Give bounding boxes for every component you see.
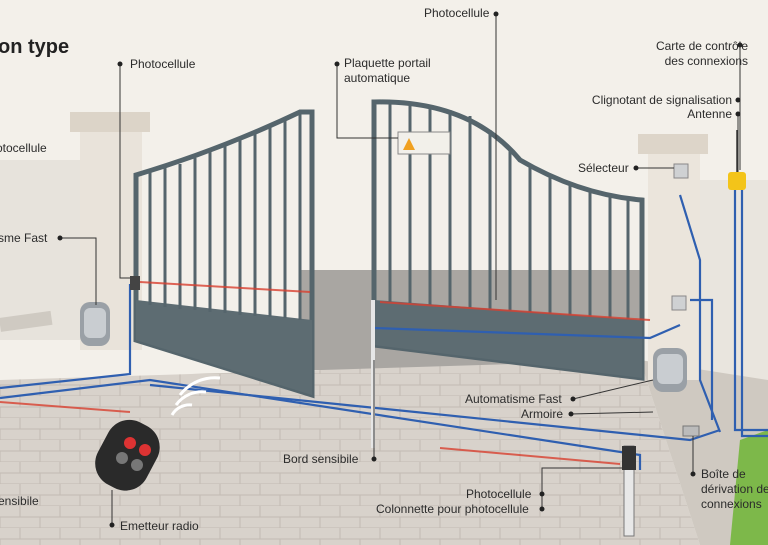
- right-gate-leaf: [371, 99, 645, 381]
- driveway-paving: [0, 360, 700, 545]
- right-motor: [653, 348, 687, 392]
- label-plaquette-line1: Plaquette portail: [344, 56, 431, 70]
- label-photocellule-left: Photocellule: [130, 57, 196, 71]
- leader-dots: [57, 11, 743, 528]
- label-clignotant: Clignotant de signalisation: [591, 93, 732, 107]
- label-automatisme-left: sme Fast: [0, 231, 48, 245]
- label-plaquette-line2: automatique: [344, 71, 411, 85]
- label-antenne: Antenne: [687, 107, 732, 121]
- label-boite-line2: dérivation de: [701, 482, 768, 496]
- label-photocellule-bottom: Photocellule: [466, 487, 532, 501]
- label-emetteur-radio: Emetteur radio: [120, 519, 199, 533]
- label-boite-line3: connexions: [701, 497, 762, 511]
- cable-runs: [0, 190, 768, 470]
- label-sensibile-edge: ensibile: [0, 494, 39, 508]
- label-photocellule-top: Photocellule: [424, 6, 490, 20]
- photocell-box-right: [671, 295, 687, 311]
- left-gate-leaf: [133, 109, 315, 399]
- label-photocellule-edge: otocellule: [0, 141, 47, 155]
- remote-control: [95, 376, 221, 491]
- gate-sign-plate: [397, 131, 451, 155]
- sensing-edge-strip: [371, 300, 375, 448]
- left-motor: [80, 302, 110, 346]
- label-carte-line2: des connexions: [664, 54, 748, 68]
- photocell-left-device: [130, 276, 140, 290]
- diagram-title: on type: [0, 36, 70, 58]
- barrier-arm: [0, 310, 53, 332]
- label-armoire: Armoire: [521, 407, 564, 421]
- selector-box: [673, 163, 689, 179]
- label-boite-line1: Boîte de: [701, 467, 746, 481]
- photocell-column: [622, 445, 636, 537]
- label-selecteur: Sélecteur: [578, 161, 629, 175]
- label-carte-line1: Carte de contrôle: [655, 39, 748, 53]
- label-automatisme-right: Automatisme Fast: [465, 392, 562, 406]
- flashing-light: [728, 130, 746, 190]
- junction-box: [682, 425, 700, 437]
- label-colonnette: Colonnette pour photocellule: [376, 502, 529, 516]
- right-pillar: [638, 134, 708, 380]
- label-bord-sensibile: Bord sensibile: [283, 452, 359, 466]
- infrared-beams: [0, 281, 651, 465]
- leader-lines: [60, 14, 741, 525]
- grass: [730, 430, 768, 545]
